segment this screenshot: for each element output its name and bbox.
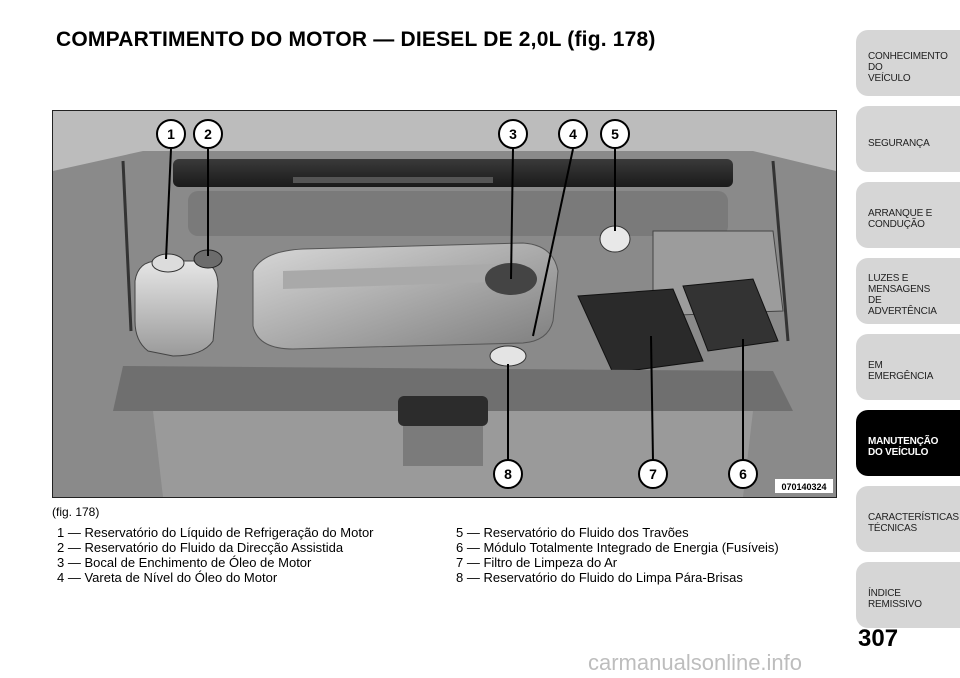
legend-item: 4 — Vareta de Nível do Óleo do Motor: [57, 570, 278, 585]
legend-right: 5 — Reservatório do Fluido dos Travões 6…: [456, 525, 846, 585]
callout-1: 1: [167, 126, 175, 142]
figure-caption: (fig. 178): [52, 505, 100, 519]
callout-3: 3: [509, 126, 517, 142]
engine-figure: 1 2 3 4 5 6 7 8 070140324: [52, 110, 837, 498]
page-number: 307: [858, 625, 899, 652]
callout-6: 6: [739, 466, 747, 482]
callout-4: 4: [569, 126, 577, 142]
legend-left: 1 — Reservatório do Líquido de Refrigera…: [57, 525, 447, 585]
legend-item: 7 — Filtro de Limpeza do Ar: [456, 555, 618, 570]
legend-item: 8 — Reservatório do Fluido do Limpa Pára…: [456, 570, 743, 585]
watermark: carmanualsonline.info: [588, 650, 803, 675]
page-title: COMPARTIMENTO DO MOTOR — DIESEL DE 2,0L …: [56, 28, 656, 51]
tab-manutencao[interactable]: MANUTENÇÃO DO VEÍCULO: [856, 410, 960, 476]
tab-luzes[interactable]: LUZES E MENSAGENS DE ADVERTÊNCIA: [856, 258, 960, 324]
tab-indice[interactable]: ÍNDICE REMISSIVO: [856, 562, 960, 628]
tab-caracteristicas[interactable]: CARACTERÍSTICAS TÉCNICAS: [856, 486, 960, 552]
legend-item: 6 — Módulo Totalmente Integrado de Energ…: [456, 540, 779, 555]
legend-item: 5 — Reservatório do Fluido dos Travões: [456, 525, 689, 540]
callout-7: 7: [649, 466, 657, 482]
callout-2: 2: [204, 126, 212, 142]
callouts: [156, 119, 758, 489]
tab-seguranca[interactable]: SEGURANÇA: [856, 106, 960, 172]
figure-code: 070140324: [781, 482, 826, 492]
callout-5: 5: [611, 126, 619, 142]
legend-item: 1 — Reservatório do Líquido de Refrigera…: [57, 525, 374, 540]
engine-illustration: 1 2 3 4 5 6 7 8 070140324: [53, 111, 836, 497]
legend-item: 2 — Reservatório do Fluido da Direcção A…: [57, 540, 344, 555]
tab-arranque[interactable]: ARRANQUE E CONDUÇÃO: [856, 182, 960, 248]
tab-emergencia[interactable]: EM EMERGÊNCIA: [856, 334, 960, 400]
tab-conhecimento[interactable]: CONHECIMENTO DO VEÍCULO: [856, 30, 960, 96]
callout-8: 8: [504, 466, 512, 482]
legend-item: 3 — Bocal de Enchimento de Óleo de Motor: [57, 555, 312, 570]
